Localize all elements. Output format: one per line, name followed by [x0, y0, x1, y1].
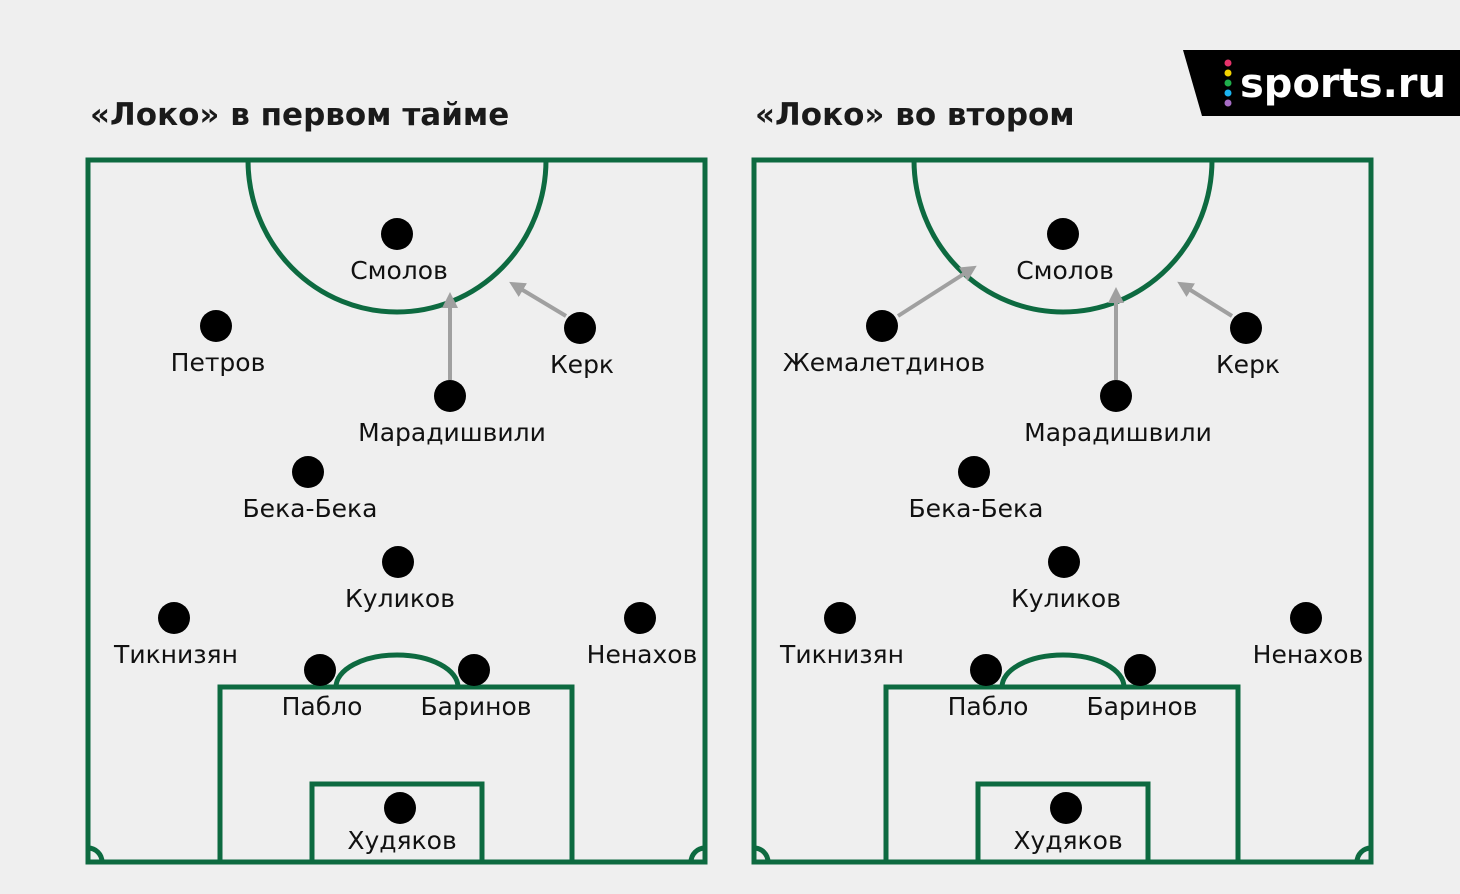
player-name: Керк [1216, 350, 1280, 379]
player-name: Куликов [345, 584, 455, 613]
arrow-kerk [509, 281, 568, 318]
player-dot [1124, 654, 1156, 686]
arrow-zhemaletdinov [896, 265, 977, 318]
player-name: Бека-Бека [909, 494, 1044, 523]
player-dot [158, 602, 190, 634]
player-dot [1048, 546, 1080, 578]
player-dot [564, 312, 596, 344]
player-name: Жемалетдинов [783, 348, 985, 377]
player-name: Смолов [1016, 256, 1114, 285]
player-dot [434, 380, 466, 412]
player: Куликов [1011, 546, 1121, 613]
player: Смолов [350, 218, 448, 285]
player: Керк [550, 312, 614, 379]
player: Куликов [345, 546, 455, 613]
player: Смолов [1016, 218, 1114, 285]
player: Худяков [347, 792, 457, 855]
player: Бека-Бека [243, 456, 378, 523]
player-name: Тикнизян [113, 640, 238, 669]
player-dot [624, 602, 656, 634]
player: Ненахов [587, 602, 698, 669]
player-name: Ненахов [587, 640, 698, 669]
player-dot [866, 310, 898, 342]
sports-ru-logo[interactable]: sports.ru [1183, 50, 1460, 116]
player: Баринов [421, 654, 532, 721]
player: Марадишвили [358, 380, 546, 447]
player-name: Баринов [1087, 692, 1198, 721]
player: Пабло [948, 654, 1029, 721]
player-name: Бека-Бека [243, 494, 378, 523]
player-name: Пабло [282, 692, 363, 721]
player: Пабло [282, 654, 363, 721]
player-name: Пабло [948, 692, 1029, 721]
player-dot [200, 310, 232, 342]
player-dot [381, 218, 413, 250]
player-dot [1047, 218, 1079, 250]
player: Керк [1216, 312, 1280, 379]
title-second-half: «Локо» во втором [755, 97, 1075, 133]
player: Худяков [1013, 792, 1123, 855]
player: Ненахов [1253, 602, 1364, 669]
player-name: Куликов [1011, 584, 1121, 613]
player-dot [292, 456, 324, 488]
player-name: Марадишвили [358, 418, 546, 447]
player-dot [382, 546, 414, 578]
player: Тикнизян [779, 602, 904, 669]
player-dot [304, 654, 336, 686]
player-dot [824, 602, 856, 634]
player-dot [970, 654, 1002, 686]
player-name: Худяков [347, 826, 456, 855]
player: Жемалетдинов [783, 310, 985, 377]
player: Бека-Бека [909, 456, 1044, 523]
player: Тикнизян [113, 602, 238, 669]
player-dot [1230, 312, 1262, 344]
player-name: Баринов [421, 692, 532, 721]
logo-text: sports.ru [1240, 61, 1446, 107]
player-name: Петров [171, 348, 266, 377]
player: Баринов [1087, 654, 1198, 721]
player-dot [1290, 602, 1322, 634]
player: Петров [171, 310, 266, 377]
player-name: Худяков [1013, 826, 1122, 855]
player-dot [384, 792, 416, 824]
title-first-half: «Локо» в первом тайме [90, 97, 509, 133]
player-name: Марадишвили [1024, 418, 1212, 447]
player-name: Тикнизян [779, 640, 904, 669]
player-dot [1050, 792, 1082, 824]
player-name: Керк [550, 350, 614, 379]
player-dot [1100, 380, 1132, 412]
player-dot [958, 456, 990, 488]
player-name: Смолов [350, 256, 448, 285]
arrow-kerk [1177, 281, 1234, 318]
player: Марадишвили [1024, 380, 1212, 447]
player-name: Ненахов [1253, 640, 1364, 669]
player-dot [458, 654, 490, 686]
